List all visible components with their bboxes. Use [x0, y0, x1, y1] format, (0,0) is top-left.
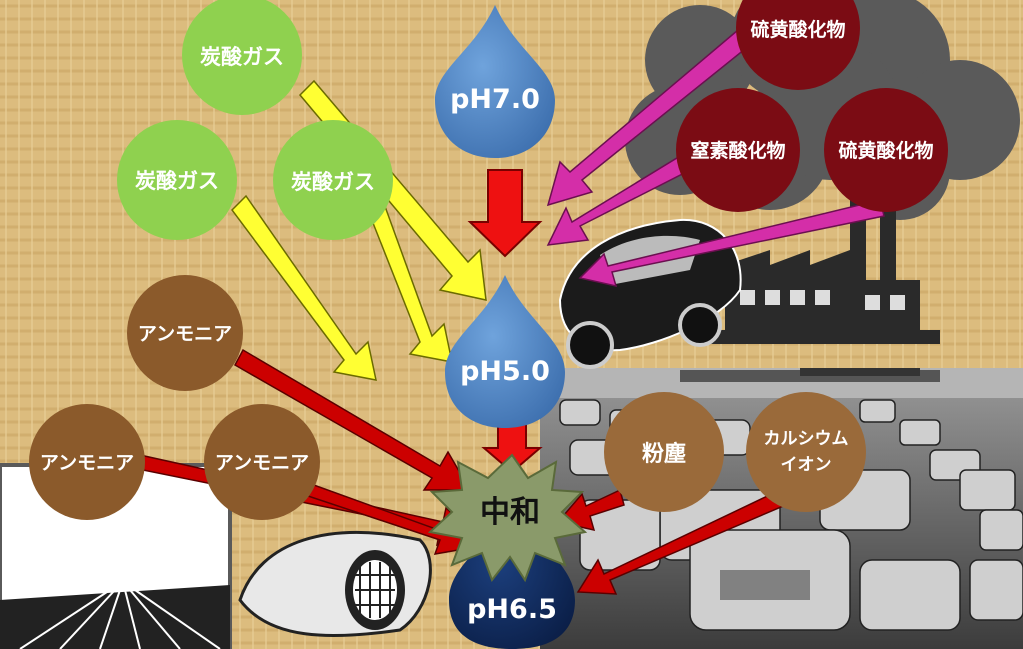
sulfur-oxide-1: 硫黄酸化物: [736, 0, 860, 90]
ammonia-3: アンモニア: [204, 404, 320, 520]
drop-ph5-label: pH5.0: [460, 356, 550, 387]
carbon-dioxide-3-label: 炭酸ガス: [291, 170, 375, 194]
drop-ph65: pH6.5: [449, 505, 575, 649]
carbon-dioxide-2-label: 炭酸ガス: [135, 169, 219, 193]
dust: 粉塵: [604, 392, 724, 512]
sulfur-oxide-1-label: 硫黄酸化物: [750, 18, 845, 41]
magenta-arrows: [546, 28, 885, 288]
ammonia-1: アンモニア: [127, 275, 243, 391]
magenta-arrow-3: [578, 199, 885, 288]
calcium-ion-label-line2: イオン: [781, 455, 832, 475]
drop-ph5: pH5.0: [445, 275, 565, 428]
nitrogen-oxide: 窒素酸化物: [676, 88, 800, 212]
neutralization-burst: 中和: [427, 453, 588, 583]
magenta-arrow-1: [546, 28, 752, 207]
calcium-ion: カルシウム イオン: [746, 392, 866, 512]
sulfur-oxide-2-label: 硫黄酸化物: [838, 139, 933, 162]
neutralization-label: 中和: [480, 495, 540, 530]
exhaust-pipe-icon: [238, 531, 432, 638]
sulfur-oxide-2: 硫黄酸化物: [824, 88, 948, 212]
carbon-dioxide-1: 炭酸ガス: [182, 0, 302, 115]
drop-ph7: pH7.0: [435, 5, 555, 158]
dust-label: 粉塵: [642, 441, 686, 467]
red-down-arrow-1: [467, 169, 543, 258]
factory-icon: [690, 190, 940, 344]
drop-ph7-label: pH7.0: [450, 84, 540, 115]
ammonia-2: アンモニア: [29, 404, 145, 520]
red-arrow-calcium: [576, 489, 790, 595]
carbon-dioxide-2: 炭酸ガス: [117, 120, 237, 240]
ammonia-3-label: アンモニア: [215, 452, 309, 474]
carbon-dioxide-3: 炭酸ガス: [273, 120, 393, 240]
carbon-dioxide-1-label: 炭酸ガス: [200, 45, 284, 69]
ammonia-1-label: アンモニア: [138, 323, 232, 345]
magenta-arrow-2: [546, 148, 700, 246]
drop-ph65-label: pH6.5: [467, 594, 557, 625]
nitrogen-oxide-label: 窒素酸化物: [690, 139, 785, 162]
ammonia-2-label: アンモニア: [40, 452, 134, 474]
yellow-arrow-3: [231, 194, 377, 381]
calcium-ion-label-line1: カルシウム: [764, 429, 849, 449]
